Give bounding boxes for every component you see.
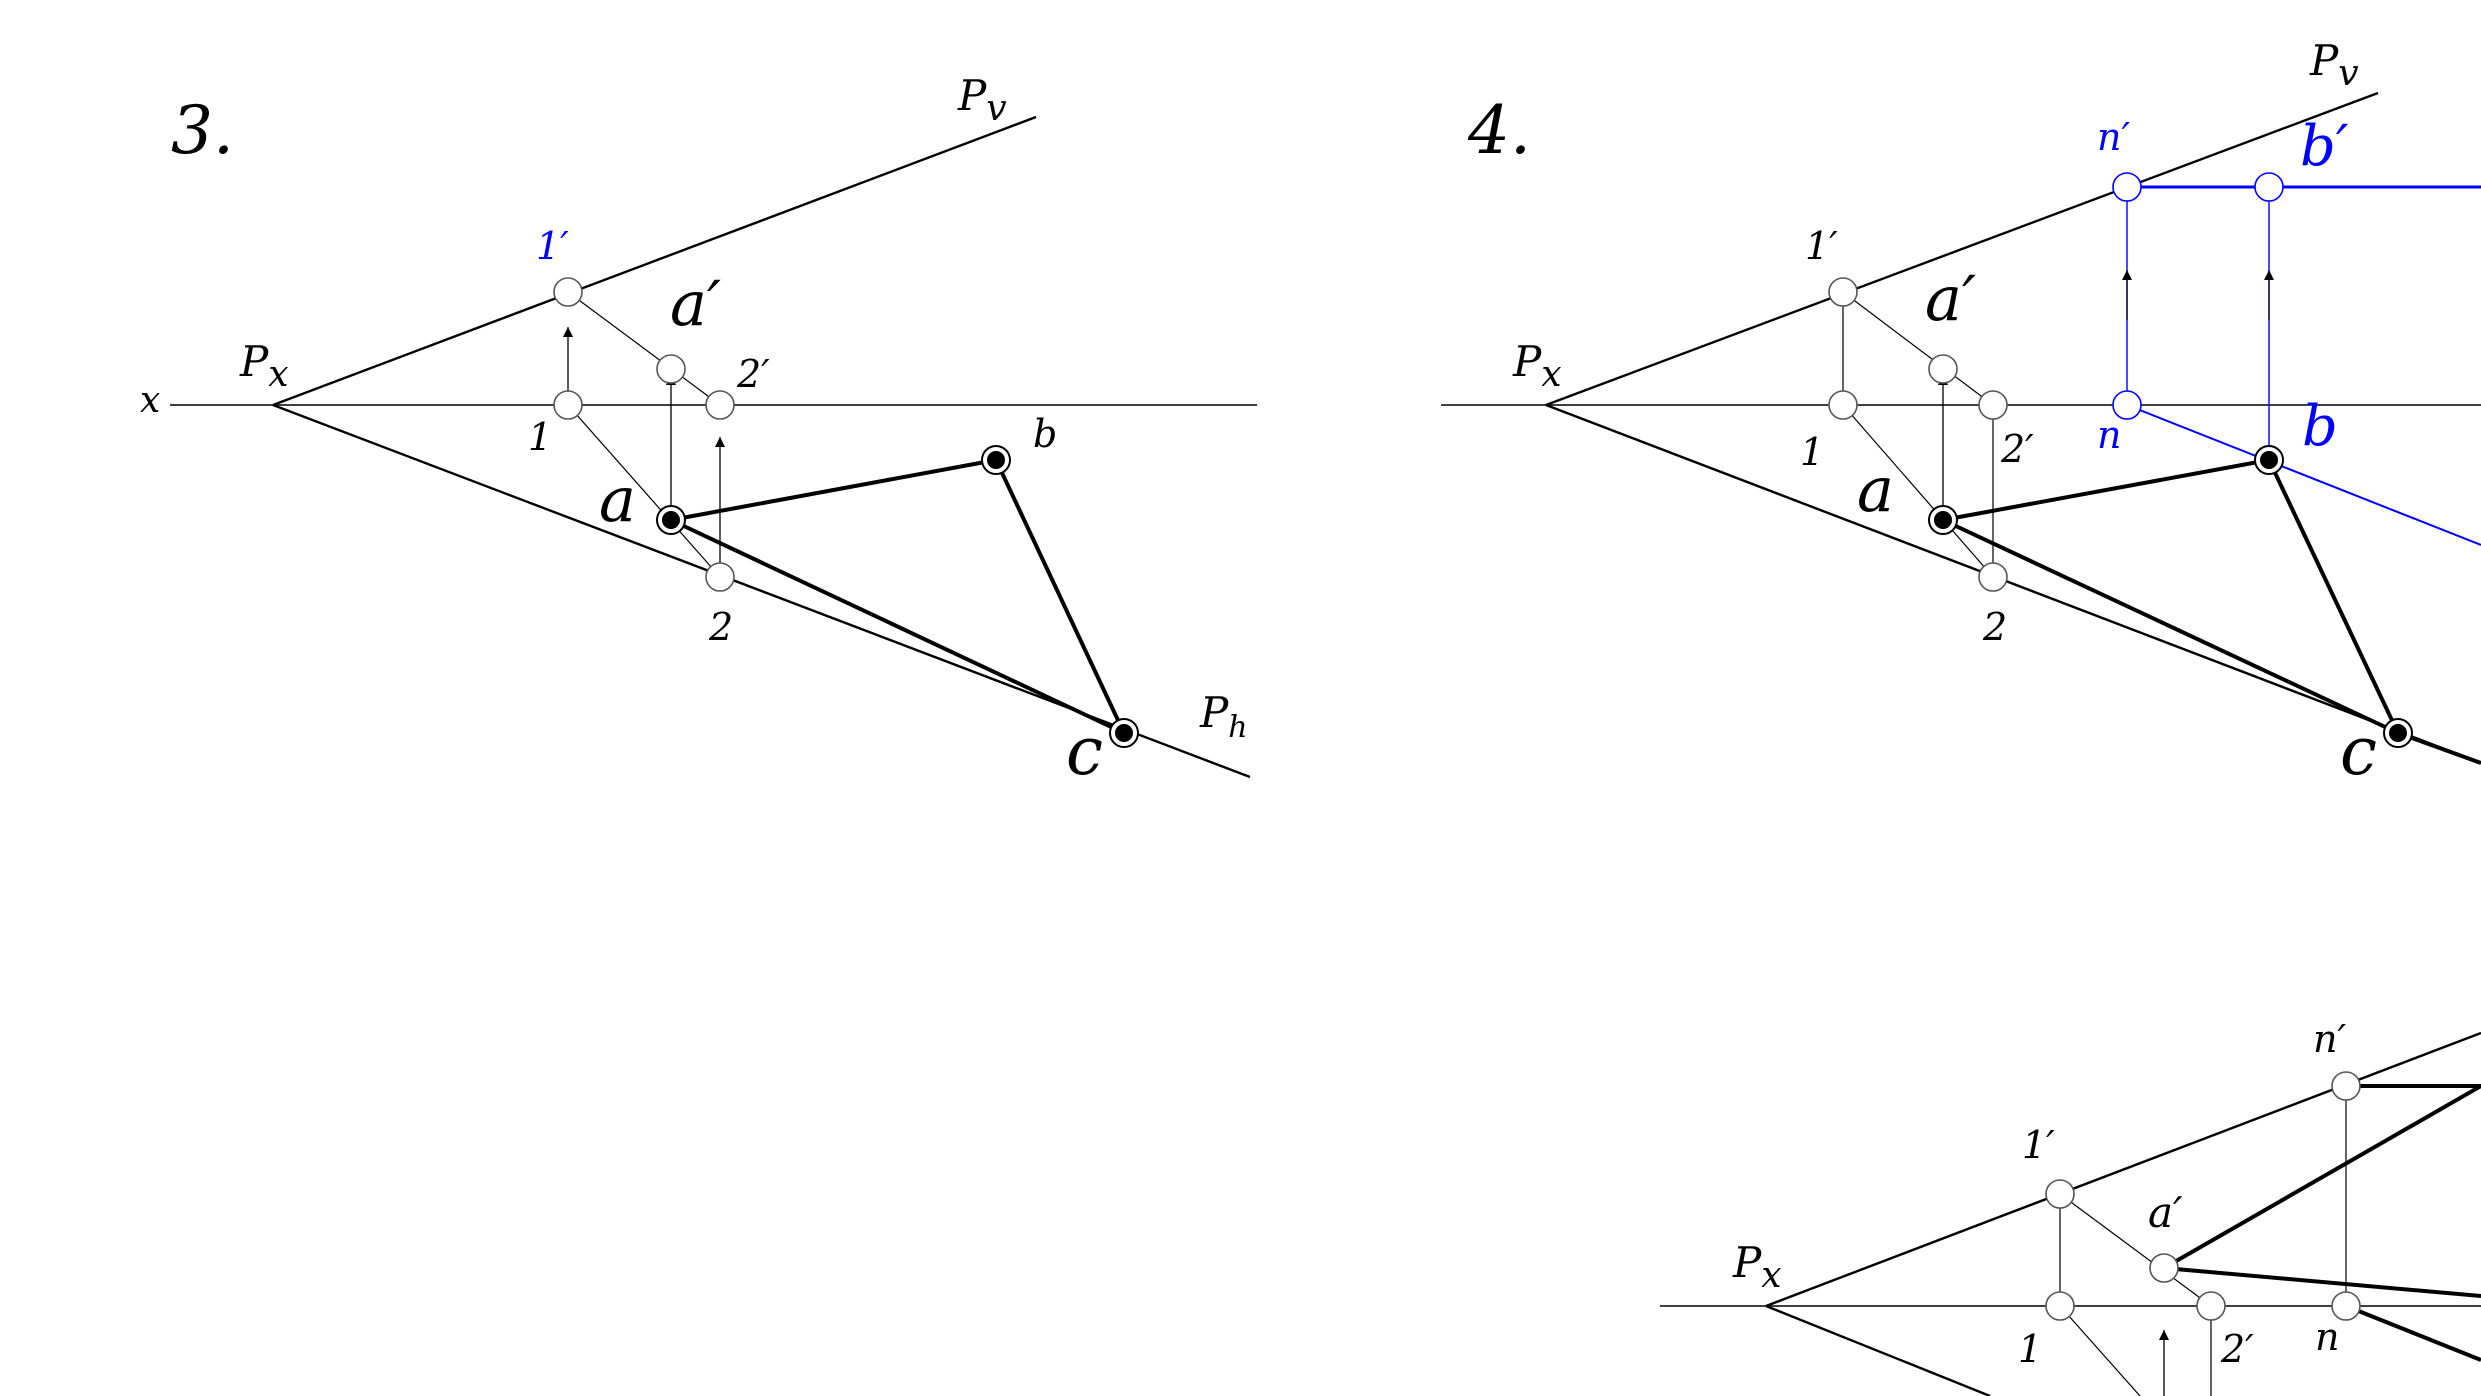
label-2: 2 [1982, 605, 2007, 649]
label-2-prime: 2′ [736, 352, 770, 396]
point-2 [705, 562, 735, 592]
panel-5: n′ 1′ a′ Px 1 2′ n [1660, 1017, 2481, 1396]
panel-3-number: 3. [171, 92, 234, 169]
heavy-line-ap-up [2163, 1084, 2481, 1270]
point-n-prime [2112, 172, 2142, 202]
ph-trace [1545, 403, 2481, 765]
point-1 [2045, 1291, 2075, 1321]
point-1 [553, 390, 583, 420]
construction-line-1-2 [567, 404, 721, 578]
label-2: 2 [708, 605, 733, 649]
label-2-prime: 2′ [2000, 427, 2034, 471]
point-2-prime [705, 390, 735, 420]
point-b-prime [2254, 172, 2284, 202]
point-1-prime [553, 277, 583, 307]
x-axis-label: x [140, 380, 160, 421]
label-px: Px [239, 337, 289, 395]
label-a-prime: a′ [1925, 262, 1976, 335]
point-1-prime [2045, 1179, 2075, 1209]
triangle-side-ab [1942, 458, 2270, 522]
panel-4-number: 4. [1467, 92, 1531, 169]
label-c: c [2340, 713, 2377, 790]
construction-line-1p-2p [1842, 291, 1994, 406]
label-1-prime: 1′ [536, 224, 569, 268]
label-1: 1 [528, 415, 552, 459]
label-px: Px [1512, 337, 1562, 395]
heavy-line-n-right [2345, 1304, 2481, 1362]
pv-trace [1765, 1031, 2481, 1308]
construction-line-1p-2p [2059, 1193, 2212, 1307]
label-px: Px [1732, 1238, 1782, 1296]
panel-4: 4. Px Pv n′ b′ 1′ a′ 1 2′ n b a 2 c [1441, 36, 2481, 790]
label-b: b [2302, 394, 2338, 459]
point-a-prime [656, 354, 686, 384]
pv-trace [1545, 91, 2379, 407]
triangle-side-bc [2267, 459, 2400, 734]
label-1-prime: 1′ [1805, 224, 1838, 268]
point-2-prime [1978, 390, 2008, 420]
label-a: a [599, 463, 636, 536]
label-a: a [1857, 453, 1894, 526]
point-2-prime [2196, 1291, 2226, 1321]
label-n: n [2097, 413, 2121, 457]
blue-line-nb [2126, 404, 2481, 546]
label-pv: Pv [957, 71, 1007, 129]
label-a-prime: a′ [670, 267, 721, 340]
label-a-prime: a′ [2148, 1188, 2183, 1237]
label-1: 1 [2018, 1327, 2042, 1371]
label-n: n [2315, 1315, 2339, 1359]
point-1 [1828, 390, 1858, 420]
label-1-prime: 1′ [2022, 1123, 2055, 1167]
triangle-side-bc [994, 459, 1126, 734]
point-a-prime [1928, 354, 1958, 384]
label-b: b [1033, 412, 1057, 456]
pv-trace [272, 115, 1037, 407]
point-n-prime [2331, 1071, 2361, 1101]
label-ph: Ph [1199, 688, 1248, 745]
point-n [2331, 1291, 2361, 1321]
triangle-side-ac [670, 518, 1125, 735]
heavy-line-ap-right [2163, 1266, 2481, 1298]
label-b-prime: b′ [2300, 114, 2349, 179]
point-2 [1978, 562, 2008, 592]
construction-line-1p-2p [567, 291, 721, 406]
label-c: c [1066, 713, 1103, 790]
triangle-side-ab [670, 458, 997, 522]
label-pv: Pv [2309, 36, 2359, 94]
label-1: 1 [1800, 430, 1824, 474]
ph-trace [1765, 1304, 1991, 1396]
construction-line-1-down [2059, 1305, 2141, 1396]
label-n-prime: n′ [2097, 115, 2130, 159]
label-2-prime: 2′ [2220, 1327, 2254, 1371]
triangle-side-ac [1942, 518, 2399, 735]
point-a-prime [2149, 1253, 2179, 1283]
panel-3: 3. x Px Pv Ph 1′ 1 a′ 2′ a b 2 c [140, 71, 1257, 790]
label-n-prime: n′ [2313, 1017, 2346, 1061]
point-1-prime [1828, 277, 1858, 307]
construction-line-1-2 [1842, 404, 1994, 578]
point-n [2112, 390, 2142, 420]
